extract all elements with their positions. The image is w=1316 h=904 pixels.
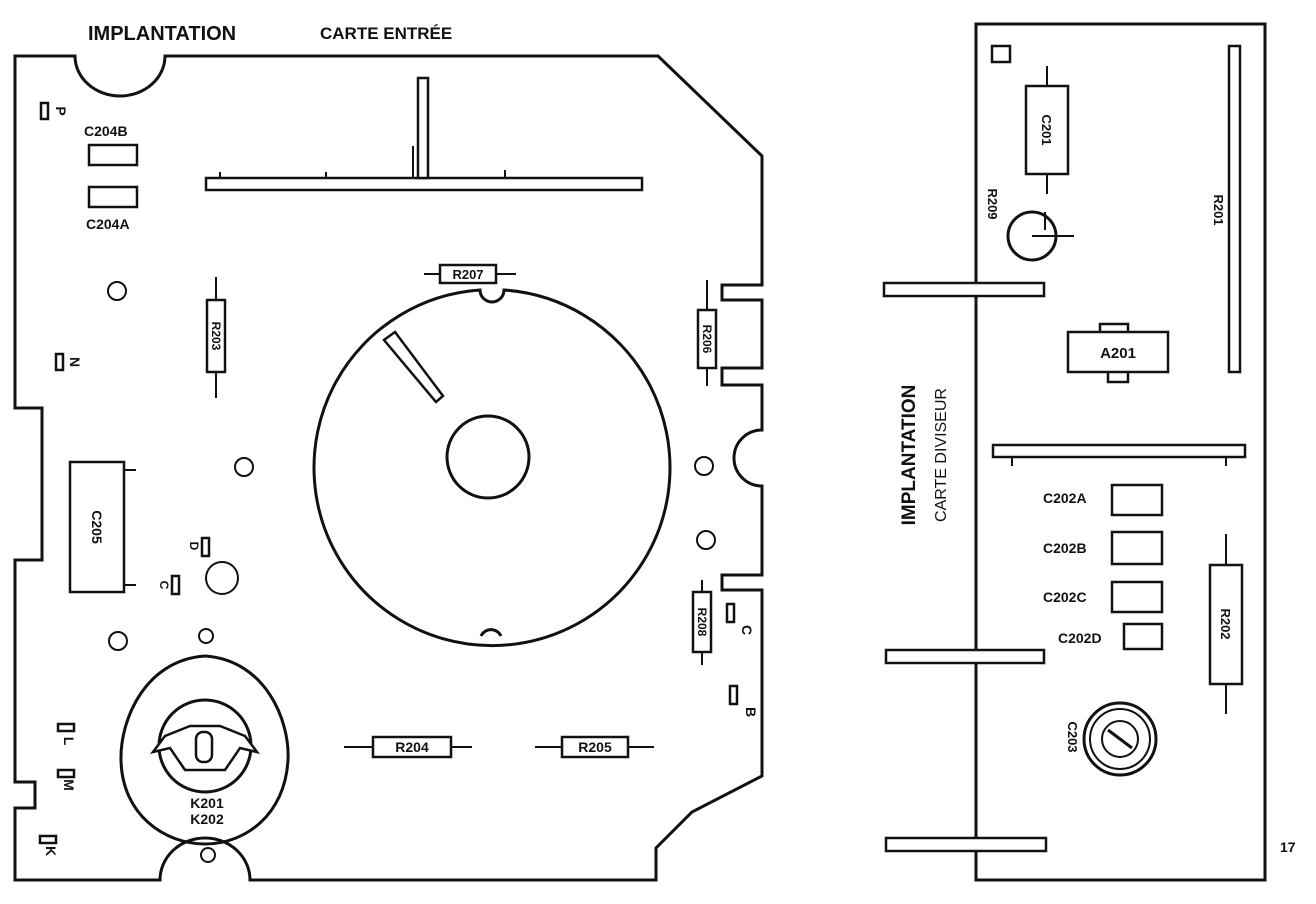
c203-slot (1107, 728, 1133, 750)
c205-label: C205 (89, 510, 105, 544)
pin-d-pad (200, 536, 211, 558)
pin-k-pad (38, 834, 58, 845)
r208-body (691, 590, 713, 654)
r203-label: R203 (209, 322, 223, 351)
r204-body (371, 735, 453, 759)
disk-center-hole (445, 414, 531, 500)
a201-label: A201 (1100, 345, 1136, 362)
edge-connector (884, 648, 1046, 665)
c202b-label: C202B (1043, 540, 1087, 556)
top-connector-bar (204, 176, 644, 192)
hole (696, 530, 716, 550)
pin-c-right-pad (725, 602, 736, 624)
right-board-outline (974, 22, 1267, 882)
r206-body (696, 308, 718, 370)
right-board-title: IMPLANTATION (899, 385, 920, 526)
hole (198, 628, 214, 644)
vertical-connector (416, 76, 430, 180)
a201-body (1066, 330, 1170, 374)
c202d-label: C202D (1058, 630, 1102, 646)
left-board-outline (13, 54, 764, 882)
edge-connector (884, 836, 1048, 853)
r203-body (205, 298, 227, 374)
r207-body (438, 263, 498, 285)
pin-c-inner-pad (170, 574, 181, 596)
pin-k-label: K (43, 846, 59, 856)
r208-label: R208 (695, 608, 709, 637)
c202d-body (1122, 622, 1164, 651)
pin-d-label: D (187, 542, 201, 551)
a201-tab-top (1098, 322, 1130, 332)
c203-middle (1089, 708, 1151, 770)
c201-label: C201 (1039, 114, 1054, 145)
r202-body (1208, 563, 1244, 686)
round-pad (205, 561, 239, 595)
pin-n-pad (54, 352, 65, 372)
large-disk (312, 288, 672, 648)
right-board-subtitle: CARTE DIVISEUR (933, 388, 950, 522)
k202-label: K202 (190, 811, 224, 827)
hole (108, 631, 128, 651)
pin-l-pad (56, 722, 76, 733)
r209-leads (1032, 212, 1074, 237)
left-board-subtitle: CARTE ENTRÉE (320, 24, 452, 43)
r209-label: R209 (985, 188, 1000, 219)
r204-label: R204 (395, 739, 429, 755)
c203-screw (1101, 720, 1139, 758)
top-pad (990, 44, 1012, 64)
c202a-label: C202A (1043, 490, 1087, 506)
c203-label: C203 (1065, 721, 1080, 752)
a201-tab-bottom (1106, 372, 1130, 384)
connector-pins (219, 146, 506, 178)
disk-pointer (382, 330, 445, 404)
pin-p-label: P (53, 106, 69, 115)
left-board-title: IMPLANTATION (88, 23, 236, 45)
c204a-label: C204A (86, 216, 130, 232)
r201-label: R201 (1211, 194, 1226, 225)
r201-body (1227, 44, 1242, 374)
hole (234, 457, 254, 477)
pin-b-pad (728, 684, 739, 706)
c205-body (68, 460, 126, 594)
c204b-label: C204B (84, 123, 128, 139)
pin-c-inner-label: C (157, 581, 171, 590)
k201-shaft (194, 730, 214, 764)
k201-housing (119, 654, 290, 846)
edge-connector (882, 281, 1046, 298)
disk-notch (479, 628, 503, 637)
c201-body (1024, 84, 1070, 176)
c202c-body (1110, 580, 1164, 614)
r205-label: R205 (578, 739, 612, 755)
pin-b-label: B (743, 707, 759, 717)
pin-p-pad (39, 101, 50, 121)
c202b-body (1110, 530, 1164, 566)
pin-n-label: N (67, 357, 83, 367)
c202a-body (1110, 483, 1164, 517)
hole (107, 281, 127, 301)
hole (200, 847, 216, 863)
k201-label: K201 (190, 795, 224, 811)
divider-connector-bar (991, 443, 1247, 459)
pin-m-label: M (61, 779, 77, 791)
c204b-body (87, 143, 139, 167)
page-number: 17 (1280, 839, 1296, 855)
hole (694, 456, 714, 476)
r205-body (560, 735, 630, 759)
c203-outer (1082, 701, 1158, 777)
r206-label: R206 (700, 325, 714, 354)
pin-l-label: L (61, 737, 77, 746)
pin-m-pad (56, 768, 76, 779)
c204a-body (87, 185, 139, 209)
divider-connector-pins (1011, 457, 1227, 466)
c202c-label: C202C (1043, 589, 1087, 605)
r207-label: R207 (452, 267, 483, 282)
pin-c-right-label: C (739, 625, 755, 635)
r202-label: R202 (1218, 608, 1233, 639)
